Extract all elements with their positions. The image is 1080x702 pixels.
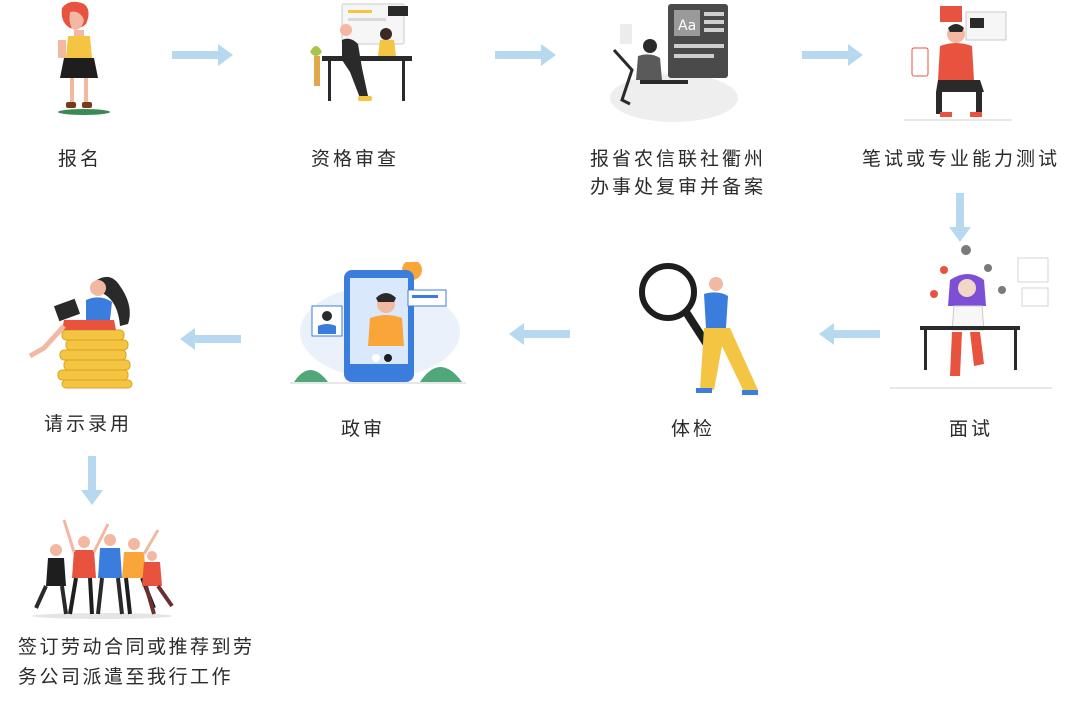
arrow-left-icon (509, 323, 570, 345)
label-line-2: 办事处复审并备案 (590, 176, 767, 198)
step-label: 体检 (671, 418, 716, 440)
step-label: 请示录用 (44, 413, 133, 435)
step-label: 报名 (58, 148, 103, 170)
arrow-down-icon (949, 193, 971, 242)
arrow-right-icon (802, 44, 863, 66)
arrow-left-icon (180, 328, 241, 350)
arrow-right-icon (495, 44, 556, 66)
juggling-woman-icon (890, 245, 1052, 389)
step-label: 报省农信联社衢州 办事处复审并备案 (590, 145, 766, 201)
celebrating-group-icon (32, 519, 174, 619)
arrow-down-icon (81, 456, 103, 505)
desk-workers-icon (310, 3, 412, 101)
thinking-man-icon (904, 6, 1012, 121)
svg-text:Aa: Aa (678, 18, 696, 34)
step-label: 笔试或专业能力测试 (862, 148, 1061, 170)
designer-computer-icon: Aa (610, 4, 738, 122)
woman-on-coins-icon (28, 276, 133, 389)
step-label: 面试 (949, 418, 994, 440)
arrow-right-icon (172, 44, 233, 66)
label-line-2: 务公司派遣至我行工作 (18, 666, 234, 688)
step-label: 政审 (341, 418, 386, 440)
registration-woman-icon (58, 1, 110, 115)
video-call-phone-icon (290, 262, 466, 384)
label-line-1: 签订劳动合同或推荐到劳 (18, 636, 255, 658)
step-label: 签订劳动合同或推荐到劳 务公司派遣至我行工作 (18, 632, 255, 692)
label-line-1: 报省农信联社衢州 (590, 148, 767, 170)
magnifier-man-icon (639, 263, 758, 395)
step-label: 资格审查 (311, 148, 400, 170)
arrow-left-icon (819, 323, 880, 345)
